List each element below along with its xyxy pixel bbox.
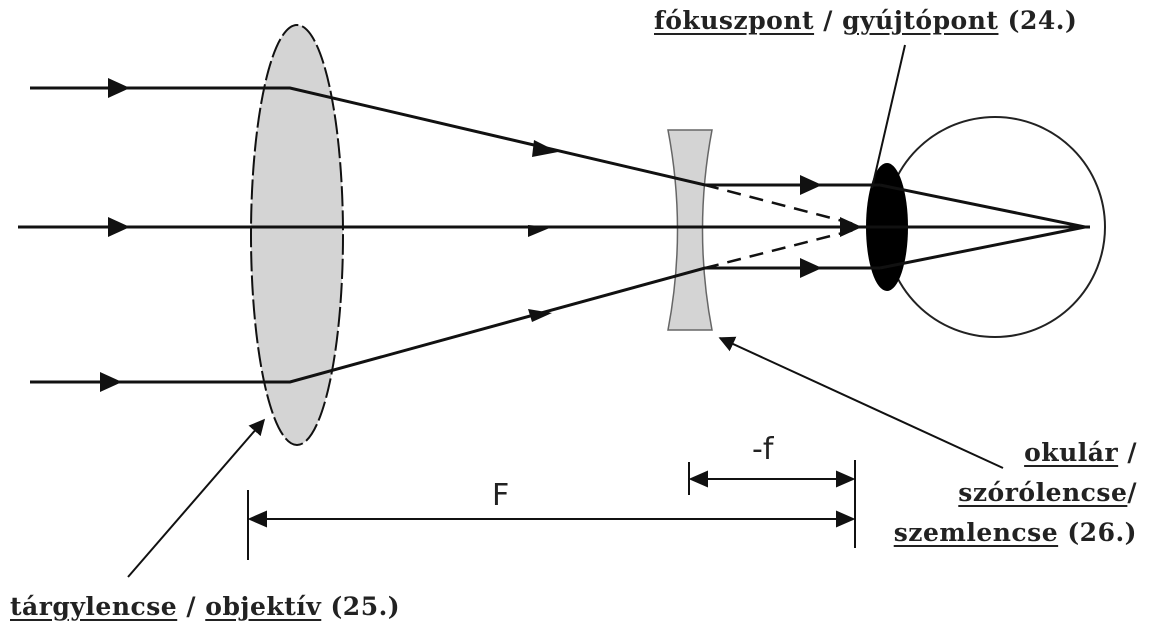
leader-eyepiece xyxy=(718,336,1004,469)
dimension-f xyxy=(688,462,856,495)
ray-bottom xyxy=(30,225,1086,384)
term-okular: okulár xyxy=(1024,438,1119,467)
dimension-label-f: -f xyxy=(752,432,774,467)
objective-lens xyxy=(250,24,344,446)
dimension-label-F: F xyxy=(492,478,510,513)
label-eyepiece-line1: okulár / xyxy=(1024,438,1137,467)
term-szemlencse: szemlencse xyxy=(893,518,1059,547)
eyepiece-lens xyxy=(667,129,713,331)
term-objektiv: objektív xyxy=(205,592,322,621)
dimension-F xyxy=(247,460,856,560)
term-szorolencse: szórólencse xyxy=(958,478,1128,507)
term-fokuszpont: fókuszpont xyxy=(654,6,815,35)
leader-objective xyxy=(127,418,266,578)
label-eyepiece-line3: szemlencse (26.) xyxy=(893,518,1137,547)
ray-top xyxy=(30,86,1086,229)
label-focus: fókuszpont / gyújtópont (24.) xyxy=(654,6,1078,35)
label-objective: tárgylencse / objektív (25.) xyxy=(10,592,401,621)
virtual-rays xyxy=(704,183,859,270)
term-targylencse: tárgylencse xyxy=(10,592,178,621)
leader-focus xyxy=(871,44,906,189)
ray-arrowheads xyxy=(100,78,862,392)
label-eyepiece-line2: szórólencse/ xyxy=(958,478,1137,507)
term-gyujtopont: gyújtópont xyxy=(842,6,999,35)
